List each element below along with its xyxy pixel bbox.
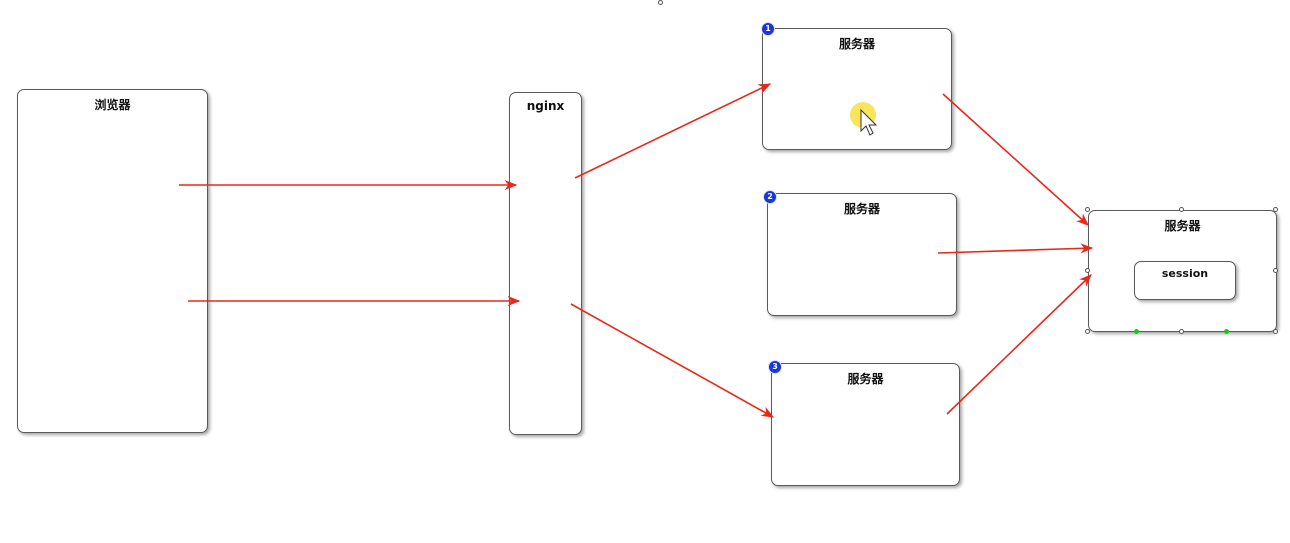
server-node-3[interactable]: 服务器 <box>771 363 960 486</box>
selection-handle[interactable] <box>1273 207 1278 212</box>
connection-point[interactable] <box>1134 329 1139 334</box>
selection-handle[interactable] <box>1273 329 1278 334</box>
arrow-nginx-server3[interactable] <box>570 303 775 418</box>
server-node-1[interactable]: 服务器 <box>762 28 952 150</box>
session-server-label: 服务器 <box>1164 219 1201 233</box>
session-node[interactable]: session <box>1134 261 1236 300</box>
nginx-node[interactable]: nginx <box>509 92 582 435</box>
browser-node[interactable]: 浏览器 <box>17 89 208 433</box>
arrow-nginx-server1[interactable] <box>574 83 772 179</box>
server-2-label: 服务器 <box>843 202 880 216</box>
selection-handle[interactable] <box>1179 329 1184 334</box>
selection-handle[interactable] <box>1273 268 1278 273</box>
server-2-badge: 2 <box>763 190 777 204</box>
server-3-badge: 3 <box>768 360 782 374</box>
selection-handle[interactable] <box>1179 207 1184 212</box>
mouse-cursor-icon <box>850 102 878 136</box>
selection-handle[interactable] <box>1085 329 1090 334</box>
session-label: session <box>1161 267 1209 280</box>
server-1-label: 服务器 <box>838 37 875 51</box>
rotation-handle[interactable] <box>658 0 663 5</box>
browser-label: 浏览器 <box>94 98 131 112</box>
nginx-label: nginx <box>526 99 565 113</box>
server-1-badge: 1 <box>761 22 775 36</box>
selection-handle[interactable] <box>1085 207 1090 212</box>
selection-handle[interactable] <box>1085 268 1090 273</box>
arrow-server3-session[interactable] <box>946 274 1092 415</box>
server-3-label: 服务器 <box>847 372 884 386</box>
server-node-2[interactable]: 服务器 <box>767 193 957 316</box>
session-server-node[interactable]: 服务器 session <box>1088 210 1277 332</box>
arrow-server2-session[interactable] <box>937 243 1094 254</box>
connection-point[interactable] <box>1224 329 1229 334</box>
arrow-server1-session[interactable] <box>942 93 1089 226</box>
